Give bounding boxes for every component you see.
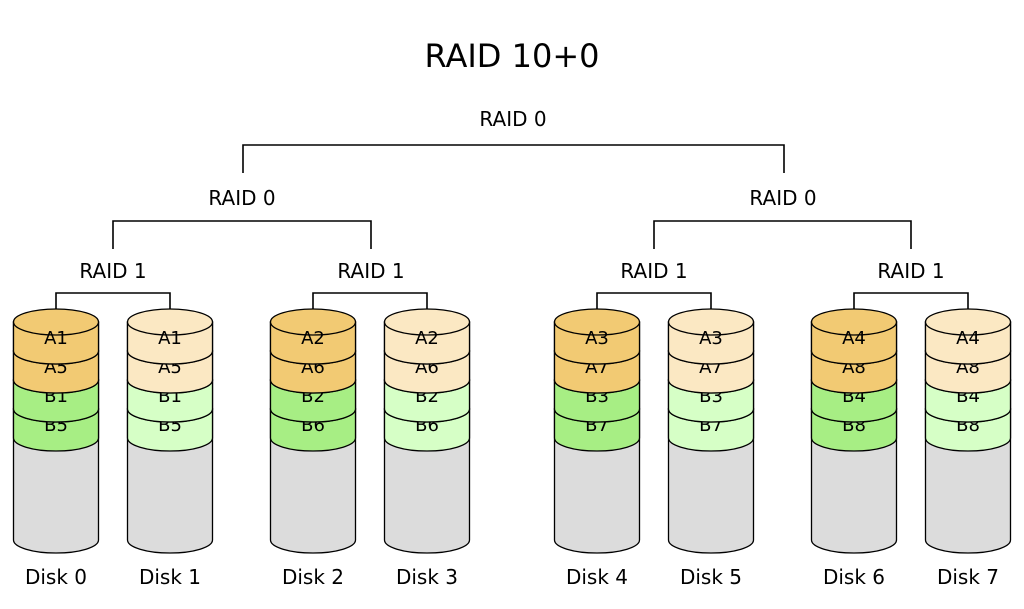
disk-block-cap [924,308,1012,336]
disk-name-label: Disk 4 [566,565,628,589]
connector-lines [55,144,969,322]
disk-block-cap [810,308,898,336]
block-label: A1 [44,328,68,349]
block-label: A4 [842,328,866,349]
disk-name-label: Disk 6 [823,565,885,589]
raid1-bracket [55,292,171,322]
disk-name-label: Disk 3 [396,565,458,589]
block-label: A2 [415,328,439,349]
block-label: A3 [585,328,609,349]
raid1-bracket [312,292,428,322]
raid0-group-label: RAID 0 [749,186,816,210]
disk-block-cap [126,308,214,336]
disk-block-cap [383,308,471,336]
disk-block-cap [667,308,755,336]
raid0-group-label: RAID 0 [208,186,275,210]
raid1-bracket [596,292,712,322]
raid-labels: RAID 0 RAID 1 RAID 1 RAID 0 RAID 1 RAID 1 [79,186,944,283]
diagram-title: RAID 10+0 [425,37,600,75]
disk-name-label: Disk 2 [282,565,344,589]
block-label: A4 [956,328,980,349]
disk-name-label: Disk 7 [937,565,999,589]
block-label: A3 [699,328,723,349]
disk-name-label: Disk 1 [139,565,201,589]
top-raid0-label: RAID 0 [479,107,546,131]
disk-name-label: Disk 5 [680,565,742,589]
raid1-label: RAID 1 [620,259,687,283]
disk-block-cap [12,308,100,336]
raid0-group-bracket [112,220,372,249]
raid0-group-bracket [653,220,912,249]
disk-block-cap [269,308,357,336]
raid1-label: RAID 1 [337,259,404,283]
raid1-label: RAID 1 [79,259,146,283]
raid1-bracket [853,292,969,322]
disk-block-cap [553,308,641,336]
raid1-label: RAID 1 [877,259,944,283]
top-raid0-bracket [242,144,785,173]
block-label: A1 [158,328,182,349]
block-label: A2 [301,328,325,349]
disk-name-label: Disk 0 [25,565,87,589]
